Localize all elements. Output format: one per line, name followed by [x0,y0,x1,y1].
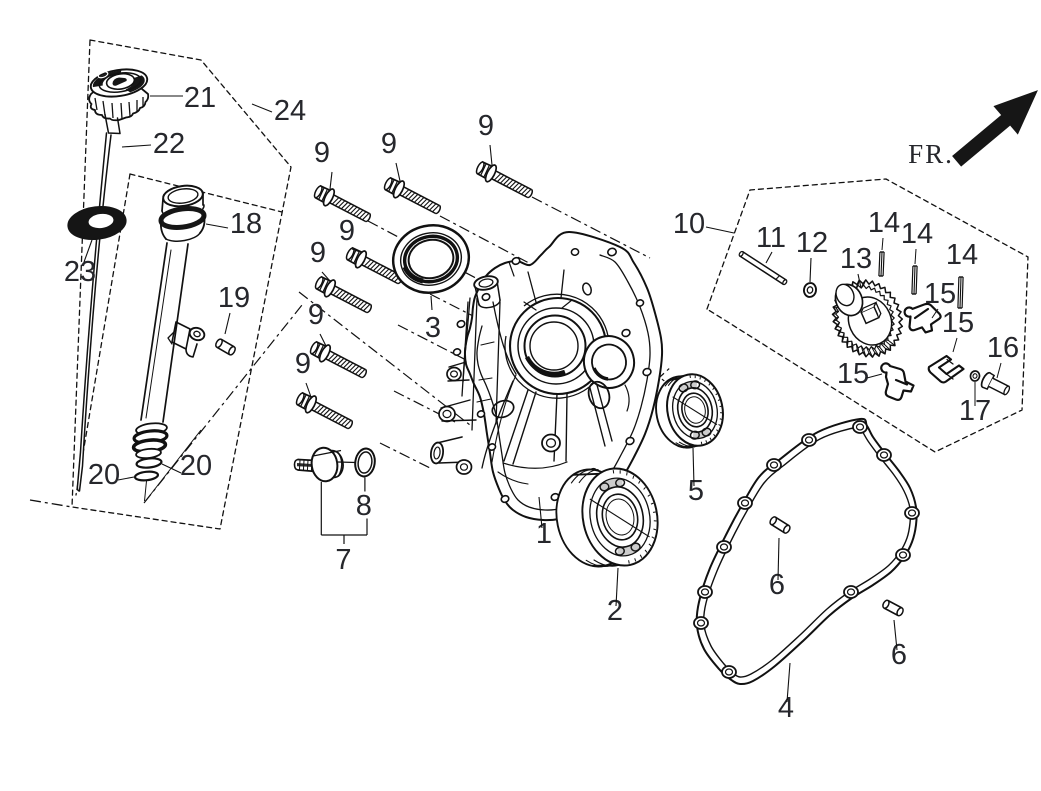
svg-text:14: 14 [901,218,933,250]
svg-text:2: 2 [607,595,623,627]
svg-text:15: 15 [837,358,869,390]
svg-text:9: 9 [478,110,494,142]
svg-text:3: 3 [425,312,441,344]
svg-text:19: 19 [218,282,250,314]
svg-text:11: 11 [756,222,786,254]
svg-text:9: 9 [339,215,355,247]
svg-text:5: 5 [688,475,704,507]
svg-text:13: 13 [840,243,872,275]
svg-text:9: 9 [308,299,324,331]
svg-text:21: 21 [184,82,216,114]
svg-text:9: 9 [295,348,311,380]
svg-text:9: 9 [310,237,326,269]
svg-text:14: 14 [946,239,978,271]
svg-text:6: 6 [891,639,907,671]
svg-text:7: 7 [335,544,351,576]
svg-text:10: 10 [673,208,705,240]
svg-text:8: 8 [356,490,372,522]
svg-text:4: 4 [778,692,794,724]
svg-text:15: 15 [924,278,956,310]
svg-text:20: 20 [180,450,212,482]
svg-text:20: 20 [88,459,120,491]
svg-text:18: 18 [230,208,262,240]
svg-text:24: 24 [274,95,306,127]
svg-text:14: 14 [868,207,900,239]
svg-text:1: 1 [536,518,552,550]
svg-text:16: 16 [987,332,1019,364]
svg-text:9: 9 [381,128,397,160]
svg-text:12: 12 [796,227,828,259]
svg-text:23: 23 [64,256,96,288]
svg-text:FR.: FR. [908,139,954,169]
svg-text:9: 9 [314,137,330,169]
svg-text:15: 15 [942,307,974,339]
svg-text:22: 22 [153,128,185,160]
svg-text:6: 6 [769,569,785,601]
